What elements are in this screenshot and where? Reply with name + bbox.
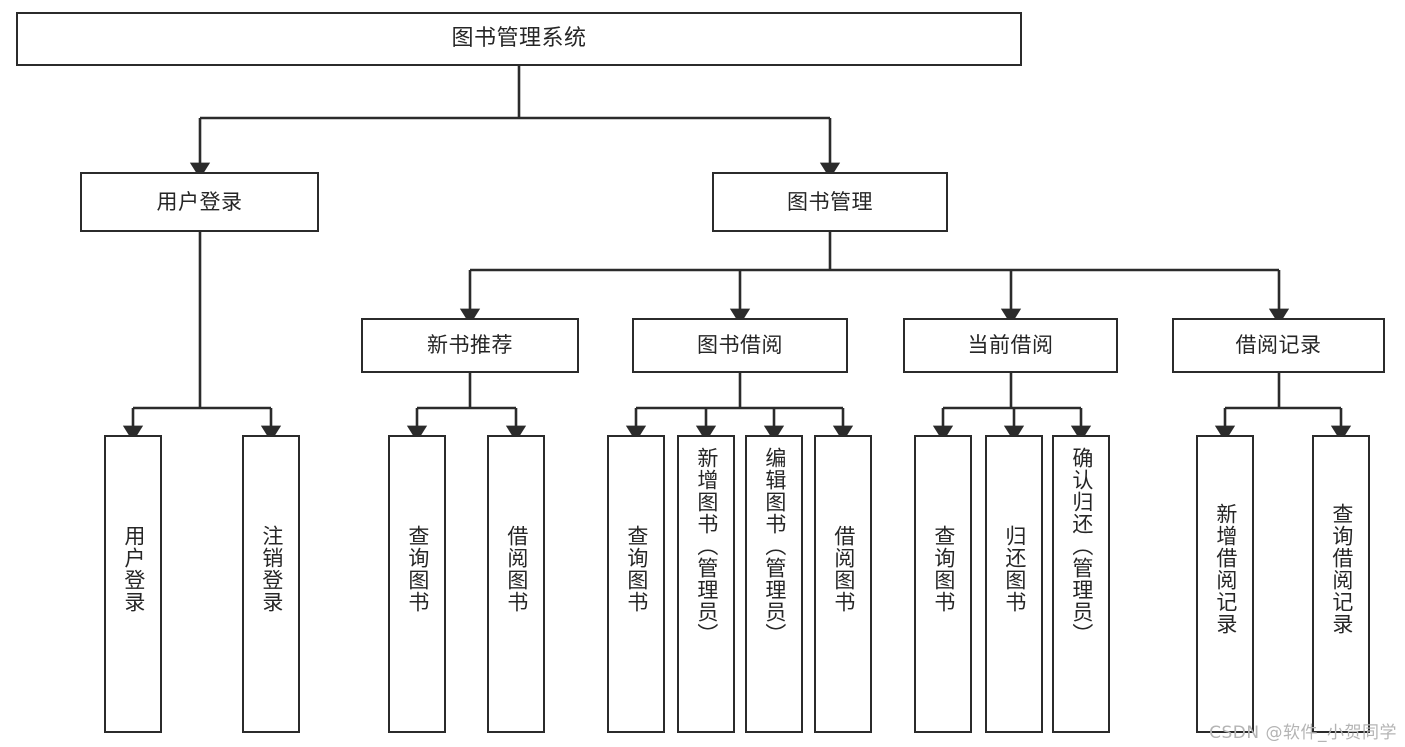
leaf-query-book-borrow-label: 查询图书	[624, 525, 649, 613]
node-book-manage-label: 图书管理	[787, 189, 873, 214]
leaf-add-borrow-record[interactable]: 新增借阅记录	[1196, 435, 1254, 733]
leaf-borrow-book-label: 借阅图书	[831, 525, 856, 613]
leaf-logout[interactable]: 注销登录	[242, 435, 300, 733]
node-root-label: 图书管理系统	[451, 26, 587, 52]
leaf-query-book-new[interactable]: 查询图书	[388, 435, 446, 733]
leaf-add-book[interactable]: 新增图书（管理员）	[677, 435, 735, 733]
leaf-return-book-label: 归还图书	[1002, 525, 1027, 613]
leaf-logout-label: 注销登录	[259, 525, 284, 613]
leaf-confirm-return-label: 确认归还（管理员）	[1069, 447, 1094, 645]
leaf-borrow-book[interactable]: 借阅图书	[814, 435, 872, 733]
node-root[interactable]: 图书管理系统	[16, 12, 1022, 66]
leaf-user-login-label: 用户登录	[121, 525, 146, 613]
node-borrow-record-label: 借阅记录	[1235, 333, 1322, 358]
node-book-borrow-label: 图书借阅	[697, 333, 783, 358]
leaf-borrow-book-new[interactable]: 借阅图书	[487, 435, 545, 733]
leaf-edit-book-label: 编辑图书（管理员）	[762, 447, 787, 645]
node-new-book-recommend-label: 新书推荐	[427, 333, 513, 358]
node-book-borrow[interactable]: 图书借阅	[632, 318, 848, 373]
node-borrow-record[interactable]: 借阅记录	[1172, 318, 1385, 373]
node-book-manage[interactable]: 图书管理	[712, 172, 948, 232]
leaf-query-book-borrow[interactable]: 查询图书	[607, 435, 665, 733]
leaf-query-book-new-label: 查询图书	[405, 525, 430, 613]
leaf-user-login[interactable]: 用户登录	[104, 435, 162, 733]
leaf-query-book-current[interactable]: 查询图书	[914, 435, 972, 733]
leaf-query-borrow-record[interactable]: 查询借阅记录	[1312, 435, 1370, 733]
node-user-login[interactable]: 用户登录	[80, 172, 319, 232]
node-current-borrow[interactable]: 当前借阅	[903, 318, 1118, 373]
leaf-edit-book[interactable]: 编辑图书（管理员）	[745, 435, 803, 733]
leaf-query-book-current-label: 查询图书	[931, 525, 956, 613]
leaf-add-book-label: 新增图书（管理员）	[694, 447, 719, 645]
node-current-borrow-label: 当前借阅	[967, 333, 1054, 358]
leaf-add-borrow-record-label: 新增借阅记录	[1213, 503, 1238, 635]
leaf-confirm-return[interactable]: 确认归还（管理员）	[1052, 435, 1110, 733]
leaf-return-book[interactable]: 归还图书	[985, 435, 1043, 733]
leaf-borrow-book-new-label: 借阅图书	[504, 525, 529, 613]
leaf-query-borrow-record-label: 查询借阅记录	[1329, 503, 1354, 635]
node-user-login-label: 用户登录	[156, 189, 243, 214]
node-new-book-recommend[interactable]: 新书推荐	[361, 318, 579, 373]
watermark: CSDN @软件_小贺同学	[1209, 723, 1397, 743]
